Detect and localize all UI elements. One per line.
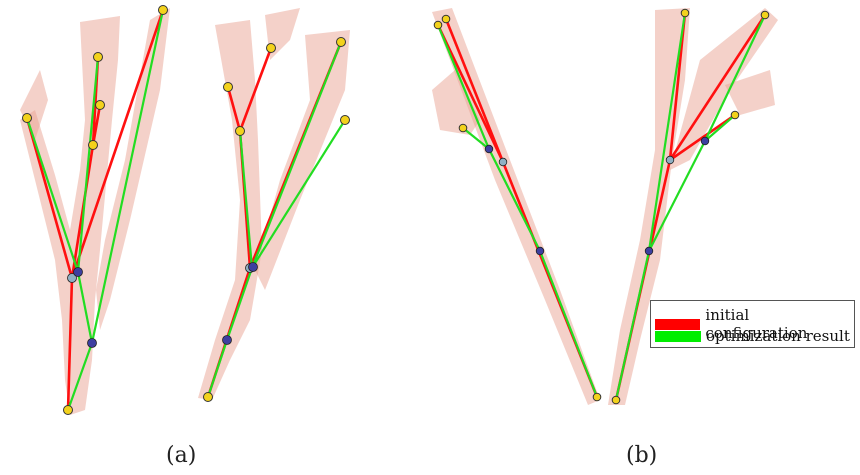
endpoint-marker	[203, 392, 213, 402]
panel-label-a: (a)	[166, 443, 197, 468]
legend: initial configuration optimization resul…	[650, 300, 855, 348]
optimization-result-b-left	[436, 24, 599, 398]
junction-marker-initial	[665, 155, 675, 165]
endpoint-marker	[223, 82, 233, 92]
endpoint-marker	[458, 123, 468, 133]
endpoint-marker	[336, 37, 346, 47]
endpoint-marker	[266, 43, 276, 53]
legend-item-initial: initial configuration	[655, 306, 854, 342]
optimization-result-a-right	[206, 41, 346, 398]
junction-marker-optimized	[535, 246, 545, 256]
junction-marker-optimized	[644, 246, 654, 256]
junction-markers	[67, 136, 710, 348]
optimization-result-a-left	[25, 9, 165, 411]
endpoint-marker	[611, 395, 621, 405]
legend-swatch-initial	[655, 318, 701, 330]
legend-swatch-optimized	[655, 330, 701, 342]
endpoint-marker	[433, 20, 443, 30]
junction-marker-optimized	[484, 144, 494, 154]
endpoint-marker	[93, 52, 103, 62]
endpoint-marker	[63, 405, 73, 415]
endpoint-marker	[340, 115, 350, 125]
endpoint-marker	[592, 392, 602, 402]
junction-marker-initial	[67, 273, 77, 283]
legend-label-initial: initial configuration	[705, 306, 808, 342]
endpoint-marker	[22, 113, 32, 123]
vessel-tree-b-left	[432, 8, 600, 405]
endpoint-marker	[730, 110, 740, 120]
endpoint-marker	[760, 10, 770, 20]
optimization-result-b-right	[614, 12, 766, 401]
junction-marker-optimized	[222, 335, 232, 345]
endpoint-markers	[22, 5, 770, 415]
endpoint-marker	[441, 14, 451, 24]
vessel-tree-b-right	[608, 8, 778, 405]
endpoint-marker	[88, 140, 98, 150]
endpoint-marker	[95, 100, 105, 110]
endpoint-marker	[680, 8, 690, 18]
panel-label-b: (b)	[626, 443, 658, 468]
vessel-tree-a-right	[198, 8, 350, 400]
legend-item-optimized: optimization result	[655, 327, 850, 345]
junction-marker-optimized	[73, 267, 83, 277]
junction-marker-optimized	[248, 262, 258, 272]
junction-marker-initial	[498, 157, 508, 167]
endpoint-marker	[235, 126, 245, 136]
junction-marker-optimized	[87, 338, 97, 348]
initial-configuration-a-left	[25, 9, 165, 411]
endpoint-marker	[158, 5, 168, 15]
legend-label-optimized: optimization result	[706, 327, 850, 345]
junction-marker-optimized	[700, 136, 710, 146]
